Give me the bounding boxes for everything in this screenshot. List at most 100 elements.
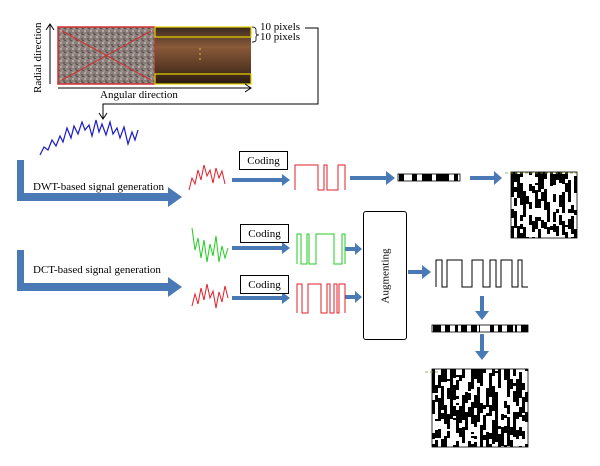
matrix-cell xyxy=(444,442,447,444)
matrix-cell xyxy=(489,376,492,382)
matrix-cell xyxy=(559,195,562,203)
matrix-cell xyxy=(507,385,510,395)
matrix-cell xyxy=(535,198,538,208)
matrix-cell xyxy=(517,233,520,238)
matrix-cell xyxy=(492,440,495,444)
matrix-cell xyxy=(456,403,459,405)
matrix-cell xyxy=(492,369,495,376)
flow-arrow xyxy=(232,171,502,360)
matrix-cell xyxy=(468,410,471,417)
matrix-cell xyxy=(514,211,517,219)
matrix-cell xyxy=(450,409,453,419)
matrix-cell xyxy=(462,432,465,434)
matrix-cell xyxy=(495,435,498,442)
matrix-cell xyxy=(513,391,516,395)
matrix-cell xyxy=(513,425,516,435)
matrix-cell xyxy=(507,369,510,378)
matrix-cell xyxy=(483,405,486,409)
matrix-cell xyxy=(480,432,483,436)
matrix-cell xyxy=(507,417,510,425)
matrix-cell xyxy=(468,382,471,391)
matrix-cell xyxy=(574,229,577,231)
matrix-cell xyxy=(526,196,529,204)
matrix-cell xyxy=(492,426,495,435)
matrix-cell xyxy=(513,412,516,417)
matrix-cell xyxy=(432,404,435,414)
matrix-cell xyxy=(514,198,517,206)
matrix-cell xyxy=(444,416,447,424)
matrix-cell xyxy=(520,199,523,205)
matrix-cell xyxy=(532,221,535,223)
matrix-cell xyxy=(522,388,525,390)
matrix-cell xyxy=(517,183,520,190)
matrix-cell xyxy=(453,385,456,392)
matrix-cell xyxy=(477,401,480,408)
barcode-bar xyxy=(433,325,436,332)
dwt-red-signal xyxy=(188,164,226,191)
matrix-cell xyxy=(510,433,513,435)
matrix-cell xyxy=(511,226,514,234)
coding-box: Coding xyxy=(240,275,289,294)
matrix-cell xyxy=(553,174,556,181)
matrix-cell xyxy=(544,207,547,210)
augmenting-label: Augmenting xyxy=(379,248,391,303)
matrix-cell xyxy=(456,396,459,399)
barcode-bar xyxy=(399,174,401,181)
matrix-cell xyxy=(444,378,447,382)
matrix-cell xyxy=(459,414,462,423)
matrix-cell xyxy=(498,434,501,442)
matrix-cell xyxy=(538,229,541,236)
matrix-cell xyxy=(529,184,532,187)
angular-direction-label: Angular direction xyxy=(100,89,178,101)
matrix-cell xyxy=(480,379,483,383)
matrix-cell xyxy=(532,237,535,238)
barcode-bar xyxy=(416,174,417,181)
matrix-cell xyxy=(523,197,526,207)
coding-box: Coding xyxy=(240,224,289,243)
barcode-bar xyxy=(501,325,502,332)
matrix-cell xyxy=(516,392,519,396)
matrix-cell xyxy=(483,421,486,430)
matrix-cell xyxy=(501,427,504,433)
matrix-cell xyxy=(456,380,459,390)
matrix-cell xyxy=(486,440,489,447)
matrix-cell xyxy=(541,172,544,179)
matrix-cell xyxy=(459,428,462,435)
matrix-cell xyxy=(510,427,513,433)
matrix-cell xyxy=(495,371,498,373)
matrix-cell xyxy=(517,174,520,177)
matrix-cell xyxy=(544,198,547,207)
matrix-cell xyxy=(544,189,547,198)
matrix-cell xyxy=(574,184,577,189)
matrix-cell xyxy=(562,174,565,184)
matrix-cell xyxy=(474,415,477,421)
matrix-cell xyxy=(471,432,474,434)
matrix-cell xyxy=(471,382,474,389)
matrix-cell xyxy=(504,369,507,376)
matrix-cell xyxy=(489,391,492,397)
barcode-bar xyxy=(510,325,513,332)
matrix-cell xyxy=(504,401,507,404)
matrix-cell xyxy=(498,381,501,388)
matrix-cell xyxy=(441,413,444,419)
matrix-cell xyxy=(513,369,516,376)
matrix-cell xyxy=(550,226,553,230)
matrix-cell xyxy=(462,395,465,400)
matrix-cell xyxy=(435,440,438,447)
pixels-label-bottom: 10 pixels xyxy=(260,31,301,43)
matrix-cell xyxy=(541,220,544,228)
matrix-cell xyxy=(532,223,535,230)
matrix-cell xyxy=(447,388,450,393)
matrix-cell xyxy=(574,210,577,215)
matrix-cell xyxy=(480,369,483,379)
matrix-cell xyxy=(456,427,459,430)
matrix-cell xyxy=(489,433,492,439)
dwt-label: DWT-based signal generation xyxy=(33,181,164,193)
matrix-cell xyxy=(504,445,507,447)
augmenting-box: Augmenting xyxy=(363,211,407,340)
matrix-cell xyxy=(465,392,468,396)
matrix-cell xyxy=(565,232,568,235)
matrix-cell xyxy=(571,205,574,213)
matrix-cell xyxy=(538,186,541,192)
matrix-cell xyxy=(538,172,541,179)
